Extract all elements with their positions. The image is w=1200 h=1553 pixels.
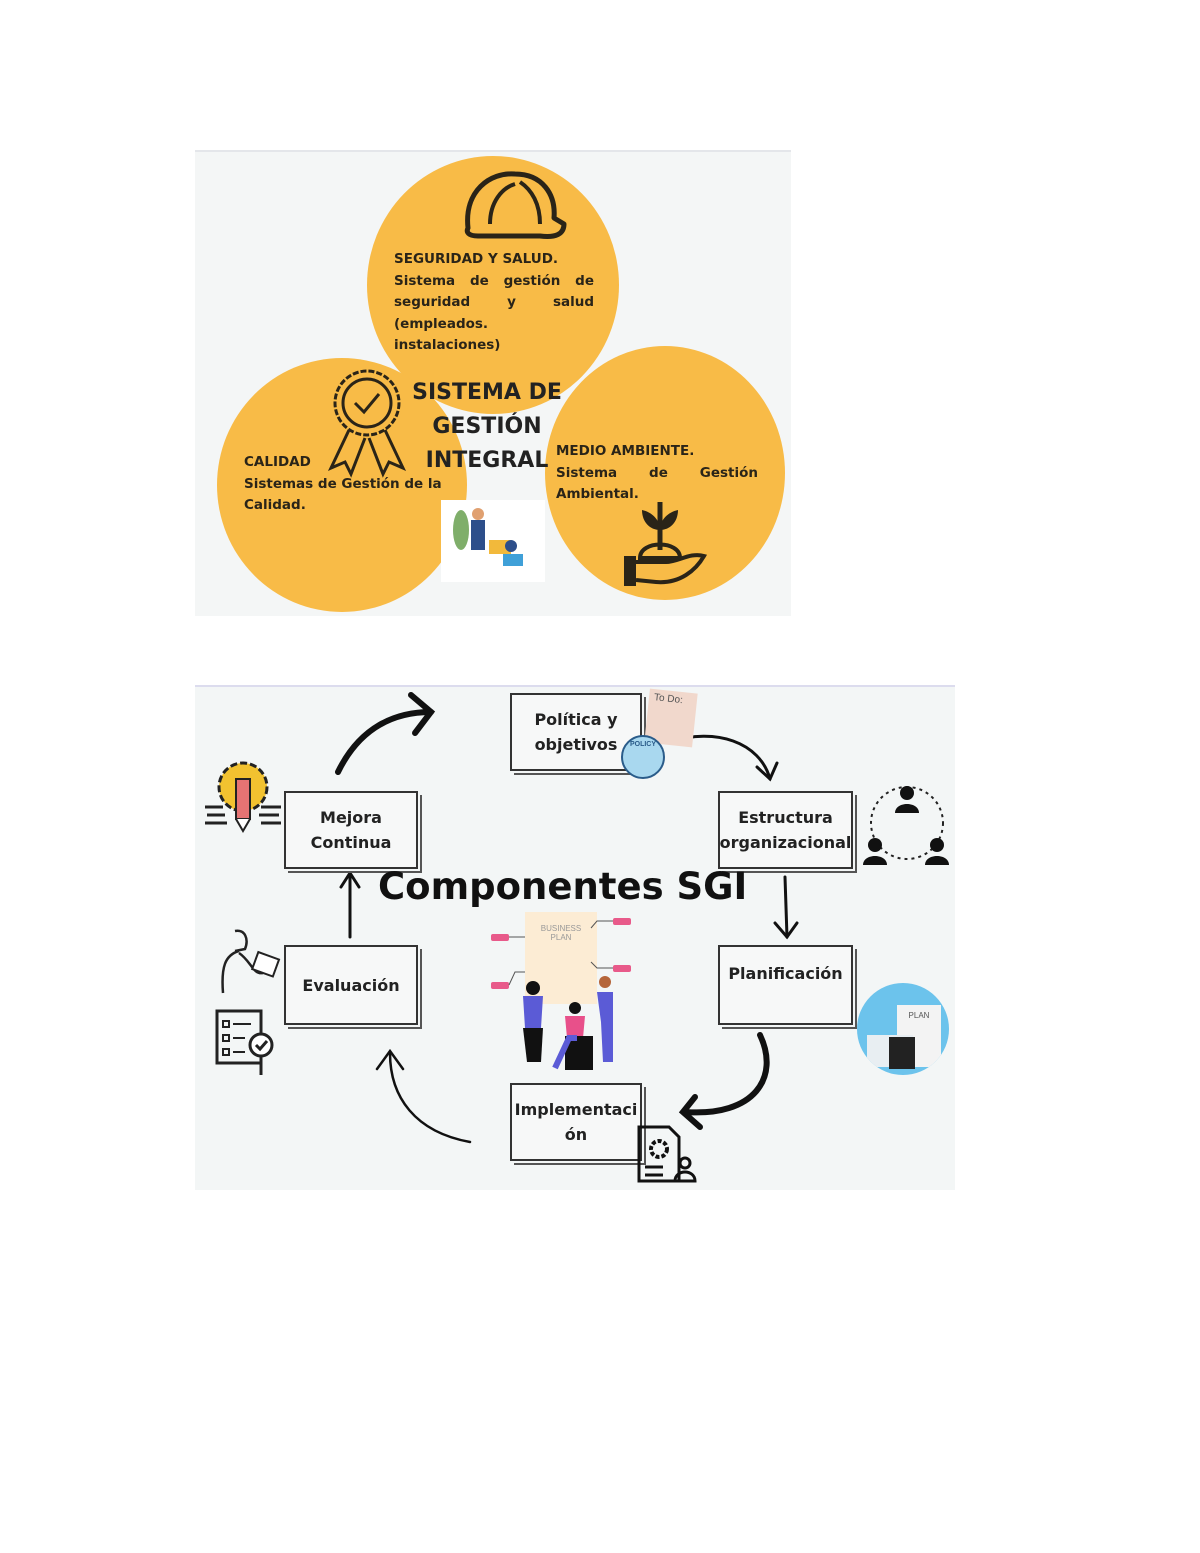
- box-label: ón: [564, 1125, 588, 1144]
- plant-in-hand-icon: [624, 502, 708, 586]
- team-work-illustration: [441, 500, 545, 582]
- seguridad-line: instalaciones): [394, 337, 501, 353]
- arrow-mejora-to-politica: [335, 709, 434, 775]
- box-politica-objetivos: Política y objetivos: [510, 693, 642, 771]
- medio-ambiente-heading: MEDIO AMBIENTE.: [556, 443, 695, 459]
- sgi-title: SISTEMA DE GESTIÓN INTEGRAL: [407, 376, 567, 478]
- todo-note-label: To Do:: [653, 692, 684, 707]
- calidad-heading: CALIDAD: [244, 454, 311, 470]
- medio-ambiente-line: Ambiental.: [556, 486, 639, 502]
- policy-badge-label: POLICY: [629, 741, 657, 748]
- award-ribbon-icon: [327, 369, 407, 478]
- seguridad-heading: SEGURIDAD Y SALUD.: [394, 251, 559, 267]
- plan-calendar-icon: PLAN: [857, 983, 949, 1075]
- person-evaluating-icon: [221, 929, 281, 994]
- seguridad-text: SEGURIDAD Y SALUD. Sistema de gestión de…: [394, 249, 594, 357]
- box-label: objetivos: [534, 735, 618, 754]
- box-label: Mejora: [320, 808, 382, 827]
- calidad-line: Sistemas de Gestión de la: [244, 475, 442, 492]
- box-label: Política y: [534, 710, 618, 729]
- arrow-planificacion-to-implementacion: [682, 1032, 770, 1116]
- box-implementacion: Implementaci ón: [510, 1083, 642, 1161]
- arrow-implementacion-to-evaluacion: [388, 1051, 472, 1144]
- idea-pencil-gear-icon: [205, 761, 281, 833]
- hard-hat-icon: [464, 171, 567, 239]
- box-label: Continua: [310, 833, 392, 852]
- box-label: Estructura: [738, 808, 833, 827]
- folder-shape: [889, 1037, 915, 1069]
- team-structure-icon: [863, 786, 949, 865]
- team-meeting-illustration: [491, 918, 631, 1070]
- medio-ambiente-text: MEDIO AMBIENTE. Sistema de Gestión Ambie…: [556, 441, 758, 506]
- seguridad-line: (empleados.: [394, 315, 489, 332]
- box-label: organizacional: [719, 833, 852, 852]
- business-plan-label: PLAN: [550, 933, 572, 942]
- sgi-title-line: INTEGRAL: [425, 448, 549, 473]
- box-estructura-organizacional: Estructura organizacional: [718, 791, 853, 869]
- sgi-title-line: SISTEMA DE: [412, 380, 562, 405]
- seguridad-line: Sistema de gestión de: [394, 272, 594, 289]
- box-evaluacion: Evaluación: [284, 945, 418, 1025]
- sgi-venn-figure: SEGURIDAD Y SALUD. Sistema de gestión de…: [195, 150, 791, 616]
- circle-seguridad: [367, 156, 619, 414]
- document-gear-user-icon: [637, 1125, 697, 1183]
- checklist-magnifier-icon: [215, 1009, 274, 1075]
- sgi-title-line: GESTIÓN: [432, 414, 542, 439]
- arrow-estructura-to-planificacion: [783, 875, 789, 939]
- box-label: Evaluación: [302, 975, 400, 995]
- box-planificacion: Planificación: [718, 945, 853, 1025]
- componentes-title: Componentes SGI: [378, 865, 748, 908]
- medio-ambiente-line: Sistema de Gestión: [556, 464, 758, 481]
- box-label: Implementaci: [514, 1100, 638, 1119]
- policy-badge-icon: POLICY: [621, 735, 665, 779]
- calidad-line: Calidad.: [244, 497, 306, 513]
- seguridad-line: seguridad y salud: [394, 294, 594, 310]
- business-plan-label: BUSINESS: [540, 924, 582, 933]
- box-label: Planificación: [728, 964, 843, 983]
- calidad-text: CALIDAD Sistemas de Gestión de la Calida…: [244, 452, 454, 517]
